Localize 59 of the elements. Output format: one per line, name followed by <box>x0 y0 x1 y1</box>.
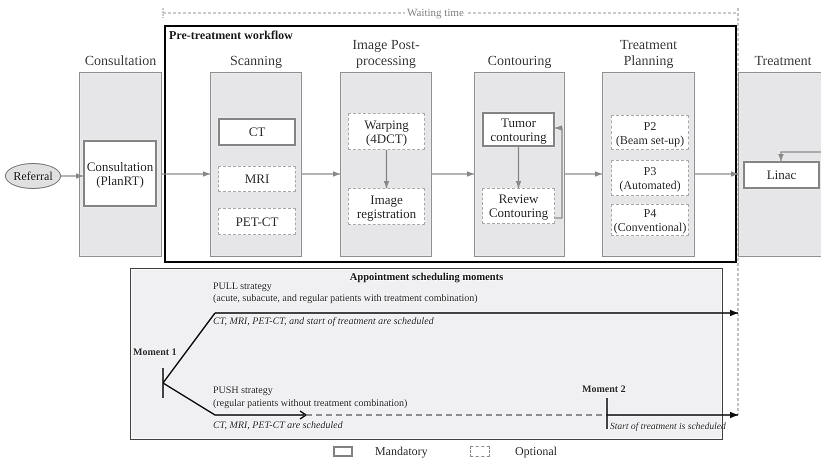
mandatory-step-box <box>218 118 296 146</box>
step-label: Tumor contouring <box>489 116 548 144</box>
mandatory-step-box <box>743 161 820 189</box>
optional-step-box <box>611 115 689 150</box>
mandatory-step-box <box>83 140 157 207</box>
step-label: Warping (4DCT) <box>363 118 410 146</box>
optional-step-box <box>611 204 689 236</box>
arrow <box>302 171 340 177</box>
arrow <box>516 147 522 188</box>
strategy-label: (acute, subacute, and regular patients with treatment combination) <box>213 293 478 305</box>
stage-heading: Consultation <box>84 54 158 70</box>
step-label: Linac <box>766 168 796 182</box>
dimension-label: Waiting time <box>405 7 466 19</box>
step-label: P4 <box>644 206 656 220</box>
optional-step-box <box>348 113 425 150</box>
start-ellipse <box>5 163 61 189</box>
legend-label: Optional <box>515 444 557 458</box>
strategy-label: PULL strategy <box>213 281 272 293</box>
moment-label: Moment 2 <box>582 384 626 396</box>
frame-title: Pre-treatment workflow <box>169 28 293 43</box>
step-label: MRI <box>244 172 270 186</box>
optional-step-box <box>482 188 555 224</box>
arrow <box>384 150 390 188</box>
optional-step-box <box>218 166 296 192</box>
mandatory-step-box <box>482 112 555 147</box>
stage-heading: Treatment <box>753 54 813 70</box>
step-label: Consultation (PlanRT) <box>86 160 154 188</box>
arrow <box>695 171 738 177</box>
step-label: Review Contouring <box>488 192 550 220</box>
arrow <box>432 171 474 177</box>
step-label: (Beam set-up) <box>616 132 684 146</box>
step-label: PET-CT <box>236 214 278 228</box>
panel-title: Appointment scheduling moments <box>348 272 504 283</box>
step-label: Image registration <box>356 192 418 220</box>
stage-heading: Contouring <box>486 54 552 70</box>
strategy-label: (regular patients without treatment combination) <box>213 398 408 410</box>
optional-step-box <box>218 208 296 235</box>
arrow <box>162 171 210 177</box>
arrow <box>565 171 602 177</box>
legend-label: Mandatory <box>375 444 428 458</box>
step-label: P3 <box>644 164 656 178</box>
step-label: (Automated) <box>619 178 681 192</box>
arrow <box>61 173 83 179</box>
stage-heading: Scanning <box>228 54 284 70</box>
arrow <box>778 151 821 161</box>
workflow-frame <box>164 25 737 263</box>
arrow <box>555 125 563 219</box>
step-label: (Conventional) <box>614 220 686 234</box>
moment-label: Moment 1 <box>133 347 177 359</box>
stage-heading: Image Post-processing <box>351 38 421 70</box>
step-label: CT <box>248 125 266 139</box>
scheduling-note: CT, MRI, PET-CT, and start of treatment are scheduled <box>213 316 434 328</box>
strategy-label: PUSH strategy <box>213 385 273 397</box>
optional-step-box <box>611 160 689 196</box>
optional-step-box <box>348 188 425 225</box>
step-label: P2 <box>644 118 656 132</box>
stage-heading: Treatment Planning <box>618 38 678 70</box>
step-label: Referral <box>13 168 53 184</box>
scheduling-note: CT, MRI, PET-CT are scheduled <box>213 420 343 432</box>
